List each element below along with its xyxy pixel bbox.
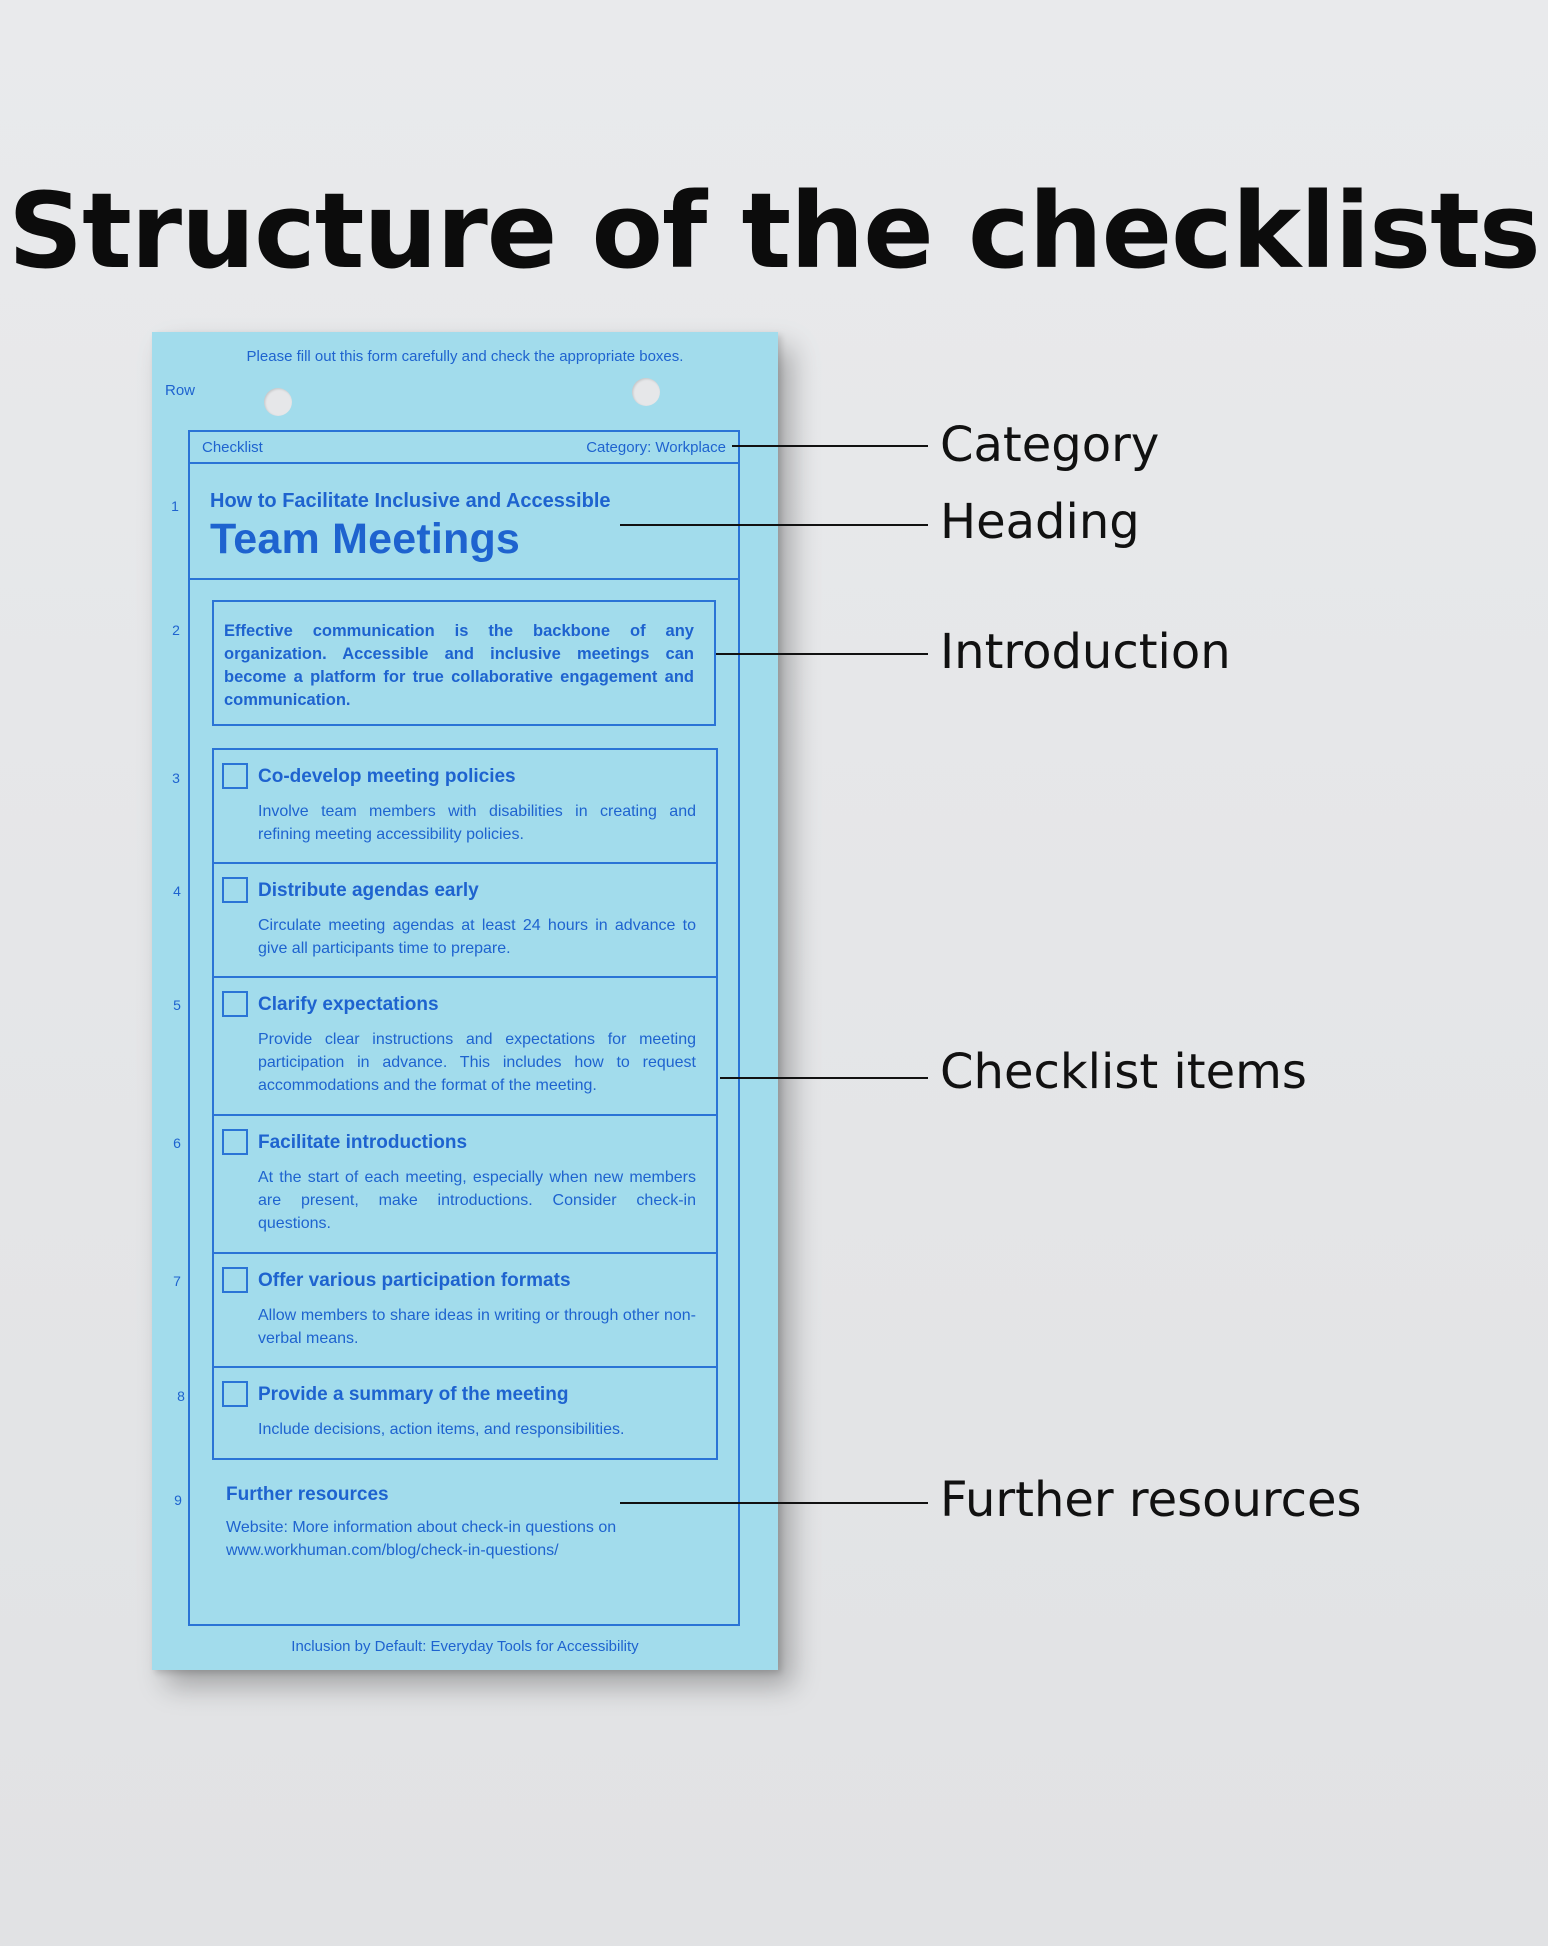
checkbox[interactable] xyxy=(222,877,248,903)
punch-hole-left xyxy=(264,388,292,416)
row-number: 2 xyxy=(172,622,180,638)
item-title: Distribute agendas early xyxy=(258,880,479,901)
item-title: Offer various participation formats xyxy=(258,1270,571,1291)
callout-introduction: Introduction xyxy=(940,624,1231,680)
checklist-items: Co-develop meeting policies Involve team… xyxy=(212,748,718,1460)
checklist-item: Facilitate introductions At the start of… xyxy=(214,1116,716,1254)
body-frame xyxy=(188,578,740,1626)
checklist-item: Clarify expectations Provide clear instr… xyxy=(214,978,716,1116)
form-instructions: Please fill out this form carefully and … xyxy=(246,348,684,365)
category-bar: Checklist Category: Workplace xyxy=(188,430,740,464)
row-number: 3 xyxy=(172,770,180,786)
item-title: Co-develop meeting policies xyxy=(258,766,516,787)
further-text: Website: More information about check-in… xyxy=(226,1519,617,1559)
item-description: Include decisions, action items, and res… xyxy=(258,1421,625,1438)
callout-heading: Heading xyxy=(940,494,1140,550)
heading-subtitle: How to Facilitate Inclusive and Accessib… xyxy=(210,490,611,512)
checkbox[interactable] xyxy=(222,991,248,1017)
checklist-item: Provide a summary of the meeting Include… xyxy=(214,1368,716,1458)
further-resources-leader-line xyxy=(620,1502,928,1504)
callout-further-resources: Further resources xyxy=(940,1472,1362,1528)
checklist-items-leader-line xyxy=(720,1077,928,1079)
checklist-card: Please fill out this form carefully and … xyxy=(152,332,778,1670)
item-description: Provide clear instructions and expectati… xyxy=(258,1031,696,1094)
item-title: Facilitate introductions xyxy=(258,1132,468,1153)
item-title: Clarify expectations xyxy=(258,994,439,1015)
category-label: Category: Workplace xyxy=(586,438,726,456)
checklist-label: Checklist xyxy=(202,438,263,456)
row-number: 4 xyxy=(173,883,181,899)
callout-category: Category xyxy=(940,417,1160,473)
item-description: At the start of each meeting, especially… xyxy=(258,1169,696,1232)
row-label: Row xyxy=(165,382,196,399)
item-description: Allow members to share ideas in writing … xyxy=(258,1307,696,1347)
heading-title: Team Meetings xyxy=(210,515,521,563)
row-number: 6 xyxy=(173,1135,181,1151)
introduction-leader-line xyxy=(716,653,928,655)
item-description: Circulate meeting agendas at least 24 ho… xyxy=(258,917,696,957)
page-title: Structure of the checklists xyxy=(8,170,1541,292)
card-footer: Inclusion by Default: Everyday Tools for… xyxy=(291,1638,639,1655)
further-title: Further resources xyxy=(226,1484,389,1505)
punch-hole-right xyxy=(632,378,660,406)
further-resources: Further resources Website: More informat… xyxy=(226,1484,706,1562)
category-leader-line xyxy=(732,445,928,447)
checkbox[interactable] xyxy=(222,763,248,789)
callout-checklist-items: Checklist items xyxy=(940,1044,1307,1100)
checkbox[interactable] xyxy=(222,1267,248,1293)
row-number: 1 xyxy=(171,498,179,514)
introduction-box: Effective communication is the backbone … xyxy=(212,600,716,726)
row-number: 9 xyxy=(174,1492,182,1508)
checkbox[interactable] xyxy=(222,1381,248,1407)
checkbox[interactable] xyxy=(222,1129,248,1155)
item-description: Involve team members with disabilities i… xyxy=(258,803,696,843)
row-number: 7 xyxy=(173,1273,181,1289)
heading-leader-line xyxy=(620,524,928,526)
checklist-item: Offer various participation formats Allo… xyxy=(214,1254,716,1368)
row-number: 8 xyxy=(177,1388,185,1404)
checklist-item: Distribute agendas early Circulate meeti… xyxy=(214,864,716,978)
heading-box: How to Facilitate Inclusive and Accessib… xyxy=(188,462,740,580)
row-number: 5 xyxy=(173,997,181,1013)
checklist-item: Co-develop meeting policies Involve team… xyxy=(214,750,716,864)
item-title: Provide a summary of the meeting xyxy=(258,1384,569,1405)
